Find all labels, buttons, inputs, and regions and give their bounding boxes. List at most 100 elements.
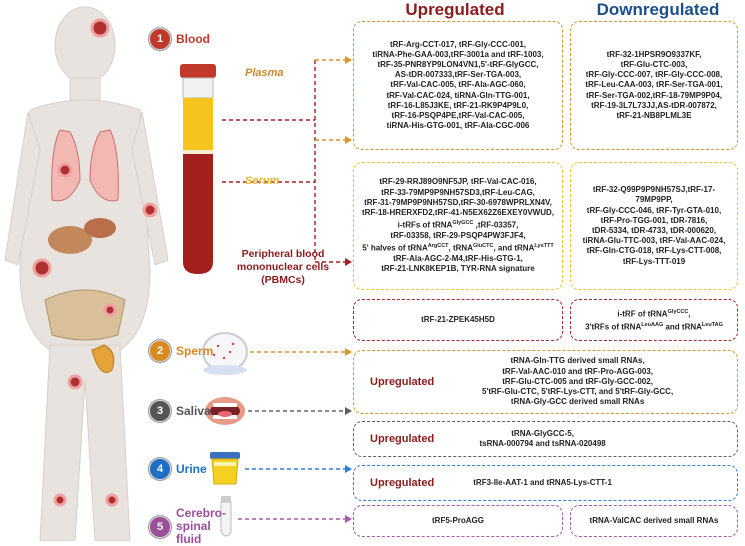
list-item: i-tRFs of tRNAGlyGCC ,tRF-03357, (397, 220, 519, 230)
list-item: tRF-16-PSQP4PE,tRF-Val-CAC-005, (391, 111, 525, 120)
item-list: tRNA-GlyGCC-5,tsRNA-000794 and tsRNA-020… (464, 429, 621, 449)
upregulated-tag: Upregulated (370, 432, 435, 445)
list-item: tiRNA-His-GTG-001, tRF-Ala-CGC-006 (386, 121, 530, 131)
sample-blood: 1 Blood (149, 28, 210, 50)
connector-lines (222, 59, 345, 520)
item-list: tRF-29-RRJ89O9NF5JP, tRF-Val-CAC-016,tRF… (362, 177, 554, 274)
upregulated-tag: Upregulated (370, 375, 435, 388)
sample-name: Sperm (176, 344, 214, 358)
sperm-dish-icon (202, 332, 248, 375)
item-list: tRF3-Ile-AAT-1 and tRNA5-Lys-CTT-1 (464, 478, 621, 488)
serum-downregulated-box: tRF-32-Q99P9P9NH57SJ,tRF-17-79MP9PP,tRF-… (570, 162, 738, 290)
sample-sperm: 2 Sperm (149, 340, 213, 362)
list-item: tRF-Val-CAC-005, tRF-Ala-AGC-060, (390, 80, 526, 90)
list-item: tRF-31-79MP9P9NH57SD,tRF-30-6978WPRLXN4V… (364, 197, 552, 207)
saliva-list: tRNA-GlyGCC-5,tsRNA-000794 and tsRNA-020… (464, 429, 621, 449)
serum-upregulated-box: tRF-29-RRJ89O9NF5JP, tRF-Val-CAC-016,tRF… (353, 162, 563, 290)
item-list: tRF-21-ZPEK45H5D (421, 315, 495, 325)
list-item: tRF-16-L85J3KE, tRF-21-RK9P4P9L0, (387, 100, 529, 110)
list-item: tRF-32-Q99P9P9NH57SJ,tRF-17-79MP9PP, (592, 185, 716, 205)
sample-urine: 4 Urine (149, 458, 207, 480)
sample-name: Urine (176, 462, 207, 476)
list-item: tRF-Glu-CTC-003, (620, 59, 688, 69)
sample-number-badge: 2 (149, 340, 171, 362)
csf-tube-icon (220, 496, 232, 537)
list-item: tRF-Gly-CCC-007, tRF-Gly-CCC-008, (585, 70, 723, 80)
list-item: 3'tRFs of tRNALeuAAG and tRNALeuTAG (585, 322, 723, 332)
list-item: tRF5-ProAGG (432, 515, 484, 525)
sample-number-badge: 4 (149, 458, 171, 480)
list-item: tRF-Pro-TGG-001, tDR-7816, (600, 215, 708, 225)
plasma-upregulated-box: tRF-Arg-CCT-017, tRF-Gly-CCC-001,tiRNA-P… (353, 21, 563, 150)
list-item: tRF-Val-AAC-010 and tRF-Pro-AGG-003, (502, 366, 653, 376)
list-item: tRF-33-79MP9P9NH57SD3,tRF-Leu-CAG, (381, 187, 535, 197)
pbmc-upregulated-box: tRF-21-ZPEK45H5D (353, 299, 563, 341)
upregulated-header: Upregulated (405, 0, 505, 19)
list-item: i-tRF of tRNAGlyCCC, (617, 309, 691, 319)
connector-arrowheads (345, 56, 352, 523)
list-item: tRF-21-NB8PLML3E (616, 111, 692, 120)
saliva-box: Upregulated tRNA-GlyGCC-5,tsRNA-000794 a… (353, 421, 738, 457)
list-item: tDR-5334, tDR-4733, tDR-000620, (591, 226, 717, 235)
serum-label: Serum (245, 175, 280, 187)
sample-number-badge: 5 (149, 515, 171, 538)
sample-name: Saliva (176, 404, 211, 418)
list-item: tiRNA-Glu-TTC-003, tRF-Val-AAC-024, (582, 236, 726, 246)
sample-name: Blood (176, 32, 210, 46)
item-list: tRNA-ValCAC derived small RNAs (590, 516, 719, 526)
upregulated-tag: Upregulated (370, 476, 435, 489)
list-item: tRNA-Gln-TTG derived small RNAs, (510, 356, 645, 366)
list-item: tiRNA-Phe-GAA-003,tRF-3001a and tRF-1003… (372, 49, 544, 59)
tumor-spots (32, 18, 158, 507)
sperm-list: tRNA-Gln-TTG derived small RNAs,tRF-Val-… (464, 356, 691, 407)
list-item: tRF-35-PNR8YP9LON4VN1,5'-tRF-GlyGCC, (377, 59, 539, 69)
list-item: tRF-Val-CAC-024, tiRNA-Gln-TTG-001, (386, 90, 530, 100)
list-item: tRF-Glu-CTC-005 and tRF-Gly-GCC-002, (502, 376, 653, 386)
sample-name: Cerebro-spinal fluid (176, 506, 227, 546)
sperm-box: Upregulated tRNA-Gln-TTG derived small R… (353, 350, 738, 414)
item-list: i-tRF of tRNAGlyCCC, 3'tRFs of tRNALeuAAG… (585, 307, 723, 333)
plasma-label: Plasma (245, 67, 284, 79)
item-list: tRF5-ProAGG (432, 516, 484, 526)
item-list: tRNA-Gln-TTG derived small RNAs,tRF-Val-… (464, 356, 691, 407)
csf-upregulated-box: tRF5-ProAGG (353, 505, 563, 537)
list-item: tRF-21-ZPEK45H5D (421, 314, 495, 324)
list-item: tsRNA-000794 and tsRNA-020498 (479, 439, 606, 448)
sample-number-badge: 1 (149, 28, 171, 50)
sample-saliva: 3 Saliva (149, 400, 211, 422)
list-item: tRF-19-3L7L73JJ,AS-tDR-007872, (591, 100, 717, 110)
urine-box: Upregulated tRF3-Ile-AAT-1 and tRNA5-Lys… (353, 465, 738, 501)
list-item: tRNA-GlyGCC-5, (511, 428, 574, 438)
urine-cup-icon (210, 452, 240, 485)
list-item: tRF3-Ile-AAT-1 and tRNA5-Lys-CTT-1 (473, 477, 612, 487)
list-item: 5' halves of tRNAArgCCT, tRNAGluCTC, and… (362, 243, 554, 253)
list-item: tRF-18-HRERXFD2,tRF-41-N5EX62Z6EXEY0VWUD… (361, 208, 555, 218)
urine-list: tRF3-Ile-AAT-1 and tRNA5-Lys-CTT-1 (464, 478, 621, 488)
list-item: tRF-29-RRJ89O9NF5JP, tRF-Val-CAC-016, (379, 177, 537, 187)
list-item: tRF-Gly-CCC-046, tRF-Tyr-GTA-010, (586, 205, 722, 215)
pbmc-downregulated-box: i-tRF of tRNAGlyCCC, 3'tRFs of tRNALeuAAG… (570, 299, 738, 341)
item-list: tRF-32-Q99P9P9NH57SJ,tRF-17-79MP9PP,tRF-… (577, 185, 731, 267)
list-item: tRF-Leu-CAA-003, tRF-Ser-TGA-001, (585, 80, 723, 90)
pbmc-label: Peripheral blood mononuclear cells (PBMC… (236, 248, 330, 286)
sample-csf: 5 Cerebro-spinal fluid (149, 507, 234, 546)
list-item: tRF-Ala-AGC-2-M4,tRF-His-GTG-1, (393, 254, 523, 264)
list-item: tRF-Arg-CCT-017, tRF-Gly-CCC-001, (389, 39, 526, 49)
list-item: tRF-03358, tRF-29-PSQP4PW3FJF4, (390, 231, 526, 241)
item-list: tRF-32-1HPSR9O9337KF,tRF-Glu-CTC-003,tRF… (585, 50, 722, 121)
plasma-downregulated-box: tRF-32-1HPSR9O9337KF,tRF-Glu-CTC-003,tRF… (570, 21, 738, 150)
human-body-illustration (4, 6, 169, 541)
csf-downregulated-box: tRNA-ValCAC derived small RNAs (570, 505, 738, 537)
sample-number-badge: 3 (149, 400, 171, 422)
list-item: 5'tRF-Glu-CTC, 5'tRF-Lys-CTT, and 5'tRF-… (482, 387, 674, 397)
list-item: tRNA-ValCAC derived small RNAs (589, 515, 719, 525)
list-item: tRF-32-1HPSR9O9337KF, (606, 49, 702, 59)
list-item: tRF-Gln-CTG-018, tRF-Lys-CTT-008, (586, 246, 722, 256)
list-item: tRF-21-LNK8KEP1B, TYR-RNA signature (381, 264, 535, 274)
list-item: tRF-Lys-TTT-019 (622, 256, 686, 266)
downregulated-header: Downregulated (596, 0, 720, 19)
saliva-mouth-icon (205, 397, 245, 425)
list-item: AS-tDR-007333,tRF-Ser-TGA-003, (394, 70, 522, 80)
list-item: tRNA-Gly-GCC derived small RNAs (510, 397, 645, 407)
